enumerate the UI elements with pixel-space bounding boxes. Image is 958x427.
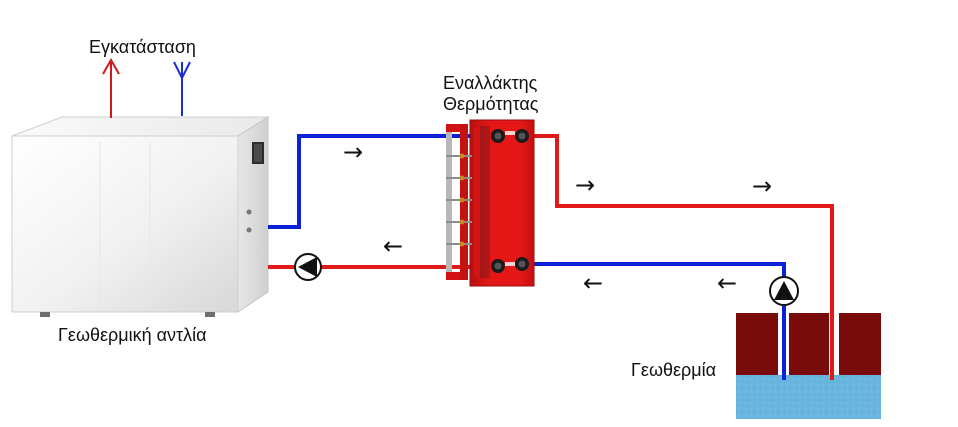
flow-arrow-left-geo-2: ← xyxy=(717,269,737,297)
cold-pipe-upper xyxy=(268,134,498,229)
circulation-pump-right xyxy=(769,276,799,306)
heat-exchanger-label: Εναλλάκτης Θερμότητας xyxy=(443,73,538,114)
flow-arrow-left-geo-1: ← xyxy=(583,269,603,297)
circulation-pump-left xyxy=(294,253,322,281)
flow-arrow-left-lower: ← xyxy=(383,232,403,260)
heat-exchanger xyxy=(446,119,535,287)
heat-exchanger-label-line2: Θερμότητας xyxy=(443,93,539,114)
heat-pump-label: Γεωθερμική αντλία xyxy=(58,325,207,345)
heat-exchanger-label-line1: Εναλλάκτης xyxy=(443,73,538,93)
heat-pump-unit xyxy=(11,116,270,317)
flow-arrow-right-geo-2: → xyxy=(752,172,772,200)
flow-arrow-right-geo-1: → xyxy=(575,171,595,199)
flow-arrow-right-upper: → xyxy=(343,138,363,166)
geothermal-ground xyxy=(736,313,881,419)
installation-lines xyxy=(102,57,191,118)
installation-label: Εγκατάσταση xyxy=(89,37,196,57)
geothermal-label: Γεωθερμία xyxy=(631,360,717,380)
